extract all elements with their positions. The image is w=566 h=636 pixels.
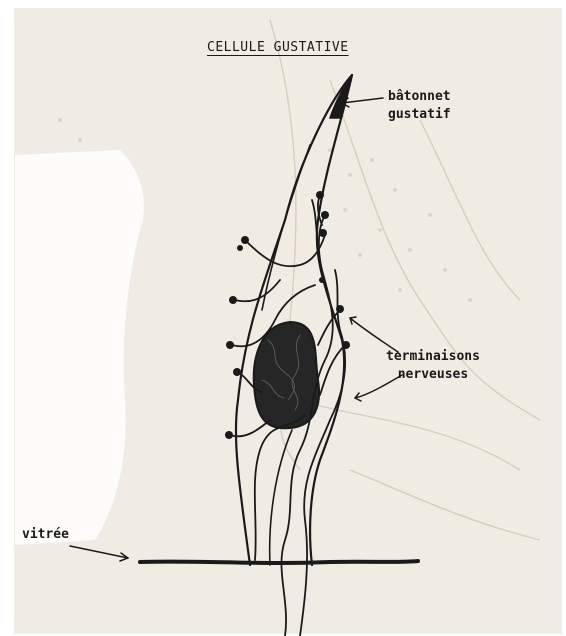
gustatory-rod: [330, 75, 352, 118]
inner-cell-line: [262, 145, 310, 310]
inner-cell-line: [270, 430, 292, 565]
label-nerve-endings-line2: nerveuses: [386, 366, 480, 384]
arrow-vitree: [70, 546, 128, 558]
label-nerve-endings: terminaisons nerveuses: [386, 348, 480, 384]
label-gustatory-rod-line1: bâtonnet: [388, 88, 451, 106]
arrow-terminaisons-1: [350, 318, 398, 352]
label-gustatory-rod: bâtonnet gustatif: [388, 88, 451, 124]
diagram-title: CELLULE GUSTATIVE: [207, 40, 349, 55]
basement-membrane: [140, 561, 418, 563]
label-basement-membrane: vitrée: [22, 527, 69, 542]
label-gustatory-rod-line2: gustatif: [388, 106, 451, 124]
nucleus: [254, 322, 319, 428]
label-nerve-endings-line1: terminaisons: [386, 348, 480, 366]
